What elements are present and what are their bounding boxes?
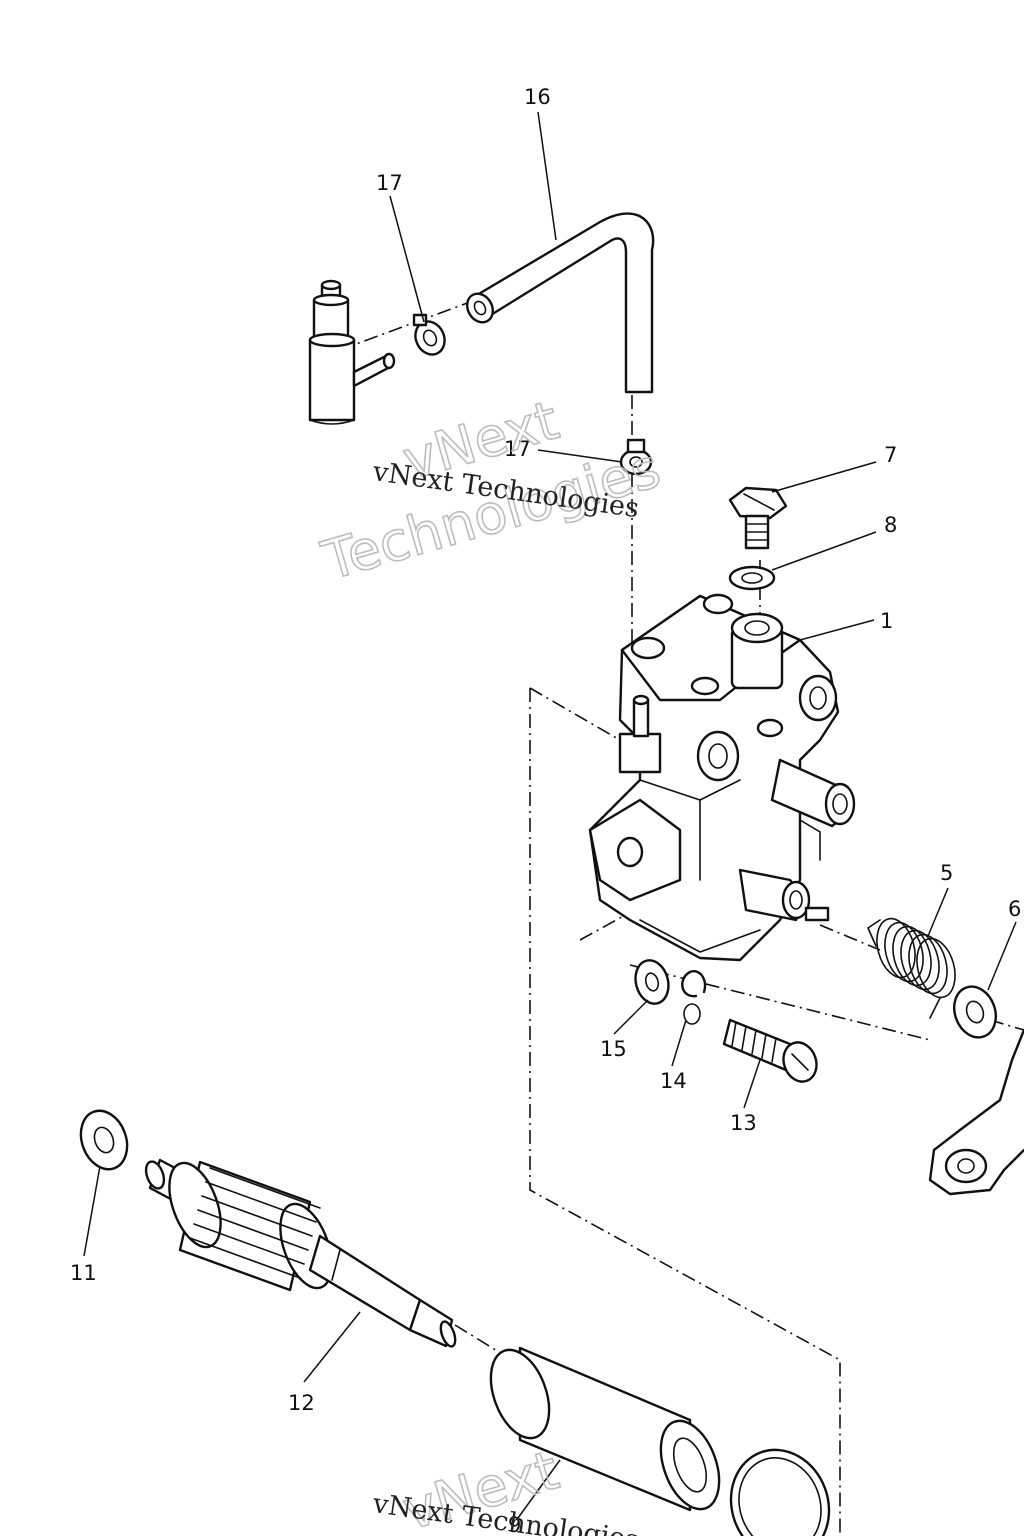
gear-shaft-part-12 [144, 1158, 457, 1348]
callout-5: 5 [940, 861, 953, 885]
callout-6: 6 [1008, 897, 1021, 921]
spring-part-5 [866, 917, 956, 1019]
callout-7: 7 [884, 443, 897, 467]
bushing-part-9 [489, 1346, 721, 1512]
hose-part-16 [465, 212, 655, 394]
callout-9: 9 [508, 1513, 521, 1536]
washer-part-15 [634, 959, 670, 1005]
washer-part-6 [953, 985, 997, 1039]
callout-17-lower: 17 [504, 437, 531, 461]
washer-part-8 [728, 565, 776, 591]
callout-8: 8 [884, 513, 897, 537]
circlip [729, 1448, 831, 1536]
callout-labels: 16 17 17 7 8 1 5 6 15 14 13 11 12 9 [70, 85, 1021, 1536]
callout-13: 13 [730, 1111, 757, 1135]
oil-pump-body-part-1 [588, 593, 856, 962]
callout-11: 11 [70, 1261, 97, 1285]
leader-lines [83, 111, 1017, 1519]
watermark-lower: vNext vNext Technologies [370, 1438, 641, 1536]
watermark-upper: vNext Technologies vNext Technologies [314, 388, 667, 594]
hose-clamp-17-upper [412, 313, 446, 356]
screw-part-13 [722, 1018, 818, 1083]
callout-12: 12 [288, 1391, 315, 1415]
lever-arm [928, 1028, 1024, 1196]
fitting-valve [308, 279, 396, 425]
callout-14: 14 [660, 1069, 687, 1093]
clip-part-14 [681, 970, 707, 1025]
washer-part-11 [79, 1109, 129, 1171]
callout-16: 16 [524, 85, 551, 109]
callout-17-upper: 17 [376, 171, 403, 195]
callout-15: 15 [600, 1037, 627, 1061]
bolt-part-7 [728, 486, 788, 550]
callout-1: 1 [880, 609, 893, 633]
